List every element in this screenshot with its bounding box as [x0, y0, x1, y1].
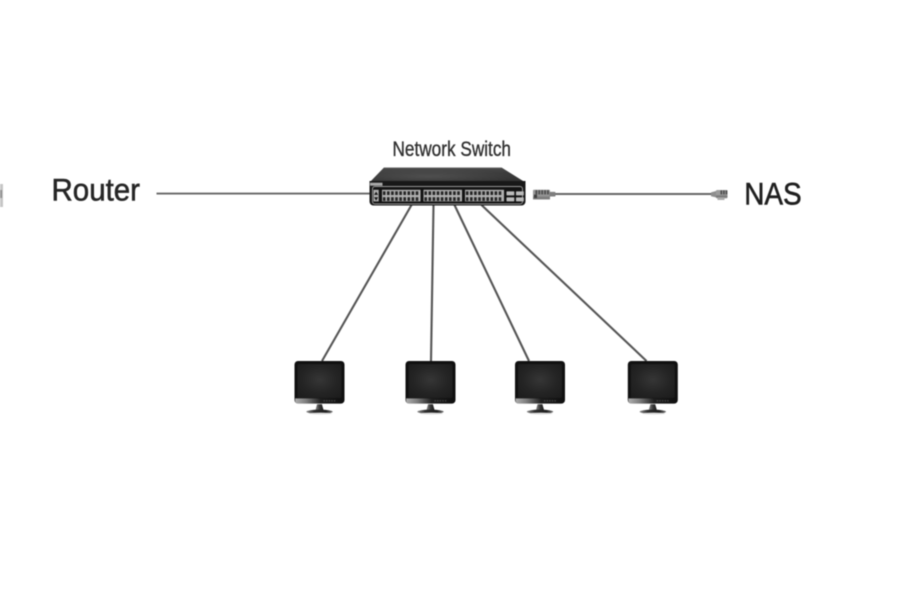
svg-text:NAS: NAS [744, 176, 802, 212]
svg-text:Router: Router [52, 172, 141, 208]
svg-text:Network Switch: Network Switch [393, 138, 512, 161]
